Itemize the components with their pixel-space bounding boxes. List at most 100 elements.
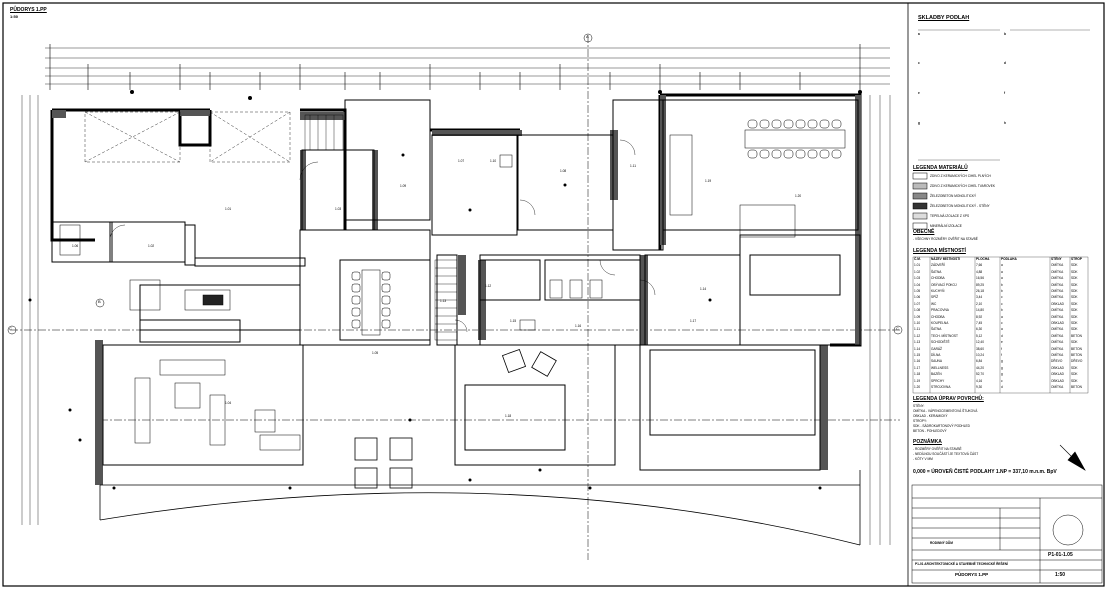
rooms-table-cell: BETON bbox=[1071, 385, 1082, 389]
rooms-table-header: STROP bbox=[1071, 257, 1082, 261]
note-item: - NEDÍLNOU SOUČÁSTÍ JE TEXTOVÁ ČÁST bbox=[913, 452, 979, 456]
drawing-title: PŮDORYS 1.PP bbox=[10, 7, 47, 13]
axis-label-c-left: C bbox=[9, 326, 12, 331]
note-title: POZNÁMKA bbox=[913, 439, 942, 445]
rooms-table-cell: 2,10 bbox=[976, 301, 983, 306]
rooms-table-cell: BETON bbox=[1071, 353, 1082, 357]
floor-composition-lines bbox=[918, 29, 1090, 161]
rooms-table-cell: 1.15 bbox=[914, 353, 921, 357]
rooms-table-cell: OMÍTKA bbox=[1051, 346, 1064, 351]
rooms-table-cell: c bbox=[1001, 295, 1003, 300]
general-title: OBECNĚ bbox=[913, 229, 935, 235]
rooms-table-cell: SDK bbox=[1071, 321, 1078, 325]
rooms-table-cell: 9,30 bbox=[976, 385, 983, 389]
rooms-table-cell: 7,45 bbox=[976, 321, 983, 325]
rooms-table-cell: KUCHYŇ bbox=[931, 289, 945, 293]
skladby-group: a bbox=[918, 32, 920, 36]
rooms-table-cell: OBKLAD bbox=[1051, 378, 1064, 383]
surface-item: BETON - POHLEDOVÝ bbox=[913, 429, 947, 433]
rooms-table-cell: e bbox=[1001, 340, 1003, 345]
rooms-table-cell: SDK bbox=[1071, 308, 1078, 313]
rooms-table-cell: SPÍŽ bbox=[931, 295, 939, 300]
room-tag: 1.06 bbox=[72, 244, 79, 248]
side-dimensions bbox=[21, 95, 891, 545]
tb-project: RODINNÝ DŮM bbox=[930, 541, 953, 545]
surface-item: STĚNY: bbox=[913, 404, 925, 408]
material-item: ZDIVO Z KERAMICKÝCH CIHEL TVAROVEK bbox=[930, 184, 995, 188]
rooms-table-header: Č.M. bbox=[914, 257, 921, 261]
room-tag: 1.14 bbox=[700, 287, 707, 291]
room-tag: 1.12 bbox=[485, 284, 492, 288]
dining-table bbox=[351, 269, 391, 336]
rooms-table-cell: 6,30 bbox=[976, 327, 983, 332]
surface-item: SDK - SÁDROKARTONOVÝ PODHLED bbox=[913, 424, 970, 428]
rooms-table-cell: b bbox=[1001, 289, 1003, 293]
note-item: - ROZMĚRY OVĚŘIT NA STAVBĚ bbox=[913, 447, 962, 451]
room-tag: 1.07 bbox=[458, 159, 465, 163]
rooms-table-cell: 1.18 bbox=[914, 372, 921, 377]
exterior-walls bbox=[50, 93, 862, 485]
rooms-table-cell: 1.06 bbox=[914, 295, 921, 300]
rooms-table-cell: BETON bbox=[1071, 346, 1082, 351]
skladby-title: SKLADBY PODLAH bbox=[918, 15, 970, 21]
rooms-table-cell: 1.17 bbox=[914, 365, 921, 370]
rooms-table-cell: g bbox=[1001, 372, 1003, 377]
skladby-group: e bbox=[918, 91, 920, 95]
rooms-table-cell: SCHODIŠTĚ bbox=[931, 340, 950, 345]
rooms-table-cell: SDK bbox=[1071, 289, 1078, 293]
room-tag: 1.01 bbox=[225, 207, 232, 211]
rooms-table-cell: 1.04 bbox=[914, 282, 921, 287]
rooms-table-cell: 89,25 bbox=[976, 282, 984, 287]
terrace-outline bbox=[99, 470, 861, 546]
armchairs bbox=[354, 348, 557, 489]
skladby-group: b bbox=[1004, 32, 1006, 36]
rooms-table-cell: 1.01 bbox=[914, 263, 921, 268]
rooms-table-cell: SDK bbox=[1071, 372, 1078, 377]
rooms-table-cell: c bbox=[1001, 321, 1003, 325]
rooms-table-cell: OMÍTKA bbox=[1051, 263, 1064, 268]
rooms-table-cell: OMÍTKA bbox=[1051, 353, 1064, 357]
rooms-table-cell: SDK bbox=[1071, 282, 1078, 287]
rooms-table-cell: 38,60 bbox=[976, 346, 984, 351]
rooms-table-cell: d bbox=[1001, 385, 1003, 389]
rooms-table-cell: SPRCHY bbox=[931, 378, 945, 383]
rooms-table-cell: OBKLAD bbox=[1051, 365, 1064, 370]
rooms-table-cell: GARÁŽ bbox=[931, 346, 942, 351]
rooms-table-cell: ZÁDVEŘÍ bbox=[931, 263, 945, 268]
rooms-table-cell: 1.20 bbox=[914, 385, 921, 389]
rooms-table-cell: TECH. MÍSTNOST bbox=[931, 333, 958, 338]
room-tag: 1.05 bbox=[372, 351, 379, 355]
rooms-table-cell: 1.12 bbox=[914, 333, 921, 338]
rooms-table-cell: 1.03 bbox=[914, 276, 921, 281]
general-note: - VŠECHNY ROZMĚRY OVĚŘIT NA STAVBĚ bbox=[913, 237, 978, 241]
material-swatches bbox=[912, 172, 928, 230]
axis-label-a: A bbox=[586, 34, 589, 39]
rooms-table-grid bbox=[912, 256, 1089, 394]
rooms-table-cell: 6,84 bbox=[976, 359, 983, 364]
sofa-set bbox=[134, 359, 301, 451]
rooms-table-cell: OMÍTKA bbox=[1051, 340, 1064, 345]
rooms-table-cell: 1.19 bbox=[914, 378, 921, 383]
surface-item: OMÍTKA - VÁPENOCEMENTOVÁ ŠTUKOVÁ bbox=[913, 409, 978, 413]
stairs bbox=[304, 114, 458, 341]
rooms-table-cell: ŠATNA bbox=[931, 269, 942, 274]
rooms-table-cell: 26,18 bbox=[976, 289, 984, 293]
rooms-table-cell: d bbox=[1001, 333, 1003, 338]
rooms-table-cell: CHODBA bbox=[931, 314, 945, 319]
rooms-table-cell: 44,20 bbox=[976, 365, 984, 370]
rooms-table-cell: 1.10 bbox=[914, 321, 921, 325]
rooms-table-cell: OMÍTKA bbox=[1051, 314, 1064, 319]
rooms-table-cell: SDK bbox=[1071, 269, 1078, 274]
meeting-table bbox=[669, 119, 846, 238]
rooms-table-cell: OMÍTKA bbox=[1051, 327, 1064, 332]
rooms-table-cell: 7,66 bbox=[976, 263, 983, 268]
skladby-group: h bbox=[1004, 121, 1006, 125]
room-tag: 1.10 bbox=[490, 159, 497, 163]
north-arrow bbox=[1059, 444, 1086, 471]
axis-label-c-right: C bbox=[896, 326, 899, 331]
rooms-table-cell: SDK bbox=[1071, 378, 1078, 383]
rooms-table-cell: DŘEVO bbox=[1051, 359, 1063, 364]
rooms-table-cell: SDK bbox=[1071, 327, 1078, 332]
material-item: ŽELEZOBETON MONOLITICKÝ bbox=[930, 194, 977, 198]
